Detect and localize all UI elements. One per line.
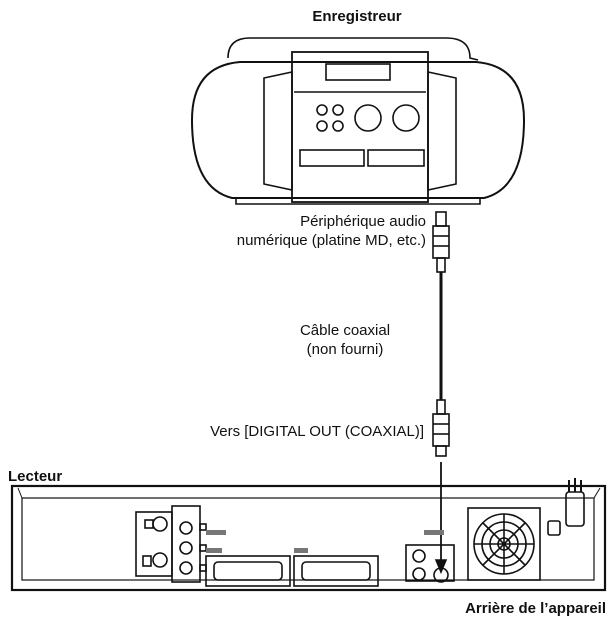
coaxial-cable-illustration bbox=[432, 211, 450, 457]
coaxial-cable-label-line2: (non fourni) bbox=[306, 341, 384, 358]
digital-out-coaxial-label: Vers [DIGITAL OUT (COAXIAL)] bbox=[210, 423, 424, 440]
rear-of-unit-label: Arrière de l’appareil bbox=[465, 600, 606, 617]
recorder-title: Enregistreur bbox=[312, 8, 402, 25]
digital-audio-device-label-line1: Périphérique audio bbox=[300, 213, 426, 230]
digital-audio-device-label-line2: numérique (platine MD, etc.) bbox=[236, 232, 426, 249]
connection-arrow bbox=[434, 462, 448, 575]
recorder-device-illustration bbox=[190, 37, 526, 205]
player-rear-panel-illustration bbox=[10, 478, 607, 592]
coaxial-cable-label-line1: Câble coaxial bbox=[299, 322, 391, 339]
player-title: Lecteur bbox=[8, 468, 63, 485]
